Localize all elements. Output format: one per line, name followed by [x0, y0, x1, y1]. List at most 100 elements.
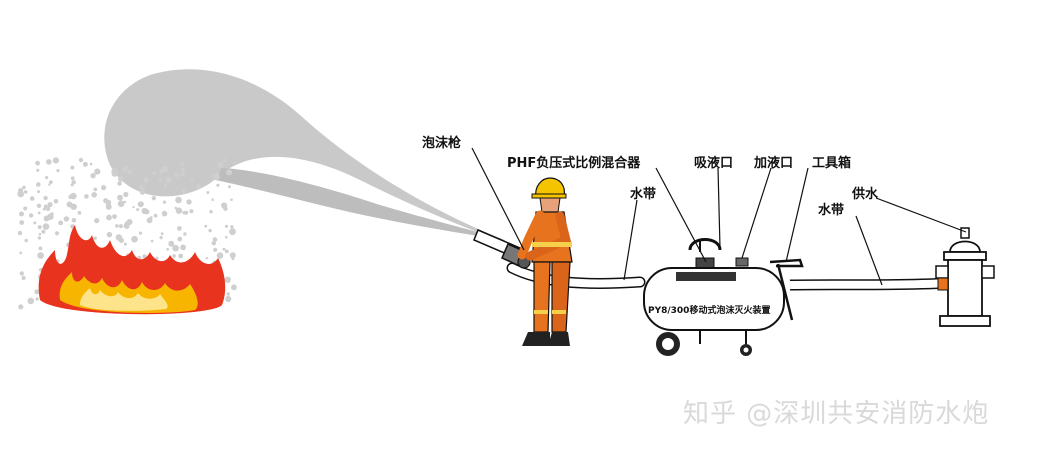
- foam-droplet: [50, 212, 54, 216]
- label-phf-mixer: PHF负压式比例混合器: [507, 155, 641, 171]
- foam-droplet: [174, 206, 178, 210]
- foam-droplet: [224, 249, 229, 254]
- foam-droplet: [68, 195, 73, 199]
- foam-droplet: [175, 207, 183, 214]
- foam-droplet: [222, 247, 226, 251]
- foam-droplet: [222, 158, 227, 163]
- foam-droplet: [138, 231, 143, 235]
- foam-droplet: [18, 304, 24, 310]
- foam-droplet: [37, 190, 40, 194]
- foam-droplet: [43, 195, 48, 201]
- foam-droplet: [225, 235, 228, 239]
- foam-droplet: [204, 224, 208, 228]
- foam-droplet: [36, 182, 41, 187]
- foam-droplet: [24, 238, 29, 243]
- foam-droplet: [226, 292, 230, 296]
- foam-droplet: [180, 161, 185, 166]
- foam-droplet: [123, 242, 127, 246]
- foam-droplet: [213, 238, 218, 242]
- foam-droplet: [174, 173, 179, 178]
- foam-droplet: [150, 239, 154, 243]
- foam-droplet: [163, 183, 168, 187]
- foam-droplet: [221, 202, 228, 209]
- foam-droplet: [229, 252, 236, 259]
- foam-droplet: [53, 199, 59, 204]
- foam-droplet: [172, 254, 176, 258]
- foam-droplet: [180, 172, 185, 177]
- foam-droplet: [182, 210, 186, 215]
- foam-droplet: [158, 178, 163, 183]
- foam-droplet: [37, 225, 42, 230]
- foam-droplet: [118, 224, 123, 229]
- foam-droplet: [19, 220, 25, 225]
- label-water-supply: 供水: [851, 186, 879, 202]
- foam-droplet: [172, 244, 179, 252]
- foam-droplet: [89, 162, 93, 166]
- foam-droplet: [216, 252, 224, 259]
- foam-droplet: [124, 224, 130, 229]
- foam-droplet: [186, 199, 192, 205]
- foam-droplet: [189, 209, 194, 214]
- label-hose-left: 水带: [630, 186, 656, 202]
- foam-droplet: [211, 198, 214, 201]
- hose-left: [506, 262, 646, 289]
- foam-droplet: [91, 192, 97, 198]
- label-foam-gun: 泡沫枪: [422, 135, 461, 151]
- foam-droplet: [84, 194, 89, 199]
- foam-droplet: [151, 196, 156, 201]
- foam-droplet: [230, 225, 234, 229]
- foam-droplet: [38, 232, 42, 236]
- foam-droplet: [196, 184, 201, 189]
- watermark-text: 知乎 @深圳共安消防水炮: [683, 399, 990, 429]
- foam-droplet: [71, 218, 77, 223]
- foam-droplet: [117, 181, 122, 186]
- foam-droplet: [233, 160, 236, 164]
- foam-droplet: [136, 208, 140, 212]
- foam-droplet: [228, 185, 231, 189]
- callout-labels: 泡沫枪 PHF负压式比例混合器 吸液口 加液口 工具箱 供水 水带 水带: [422, 135, 879, 218]
- foam-droplet: [70, 165, 75, 170]
- foam-droplet: [56, 169, 60, 173]
- foam-droplet: [70, 176, 75, 181]
- foam-droplet: [211, 240, 217, 246]
- foam-droplet: [35, 160, 40, 166]
- mobile-foam-unit: PY8/300移动式泡沫灭火装置: [643, 238, 804, 356]
- fire: [38, 225, 226, 315]
- foam-droplet: [190, 178, 194, 182]
- foam-droplet: [177, 236, 183, 242]
- foam-droplet: [37, 252, 44, 259]
- foam-droplet: [33, 221, 37, 225]
- foam-droplet: [66, 217, 70, 220]
- foam-droplet: [78, 157, 84, 163]
- foam-droplet: [230, 198, 233, 201]
- foam-droplet: [231, 257, 235, 261]
- foam-droplet: [17, 190, 25, 198]
- foam-droplet: [36, 203, 42, 208]
- foam-droplet: [67, 203, 72, 208]
- foam-droplet: [208, 228, 212, 233]
- foam-droplet: [117, 194, 123, 201]
- foam-droplet: [22, 185, 26, 190]
- foam-droplet: [106, 214, 112, 221]
- foam-droplet: [123, 191, 129, 198]
- foam-droplet: [52, 157, 60, 164]
- foam-droplet: [45, 176, 49, 180]
- foam-droplet: [49, 180, 53, 185]
- foam-droplet: [214, 174, 220, 181]
- foam-droplet: [216, 183, 220, 187]
- foam-droplet: [37, 236, 42, 240]
- foam-droplet: [19, 251, 23, 255]
- foam-gun: [473, 229, 531, 269]
- foam-droplet: [126, 219, 133, 225]
- foam-droplet: [165, 176, 172, 184]
- foam-droplet: [139, 189, 145, 195]
- foam-droplet: [143, 177, 149, 183]
- foam-droplet: [224, 224, 229, 228]
- foam-droplet: [27, 297, 35, 305]
- foam-droplet: [47, 202, 53, 208]
- unit-name-text: PY8/300移动式泡沫灭火装置: [648, 304, 770, 316]
- foam-droplet: [115, 224, 119, 228]
- foam-droplet: [42, 207, 46, 211]
- foam-droplet: [35, 297, 39, 301]
